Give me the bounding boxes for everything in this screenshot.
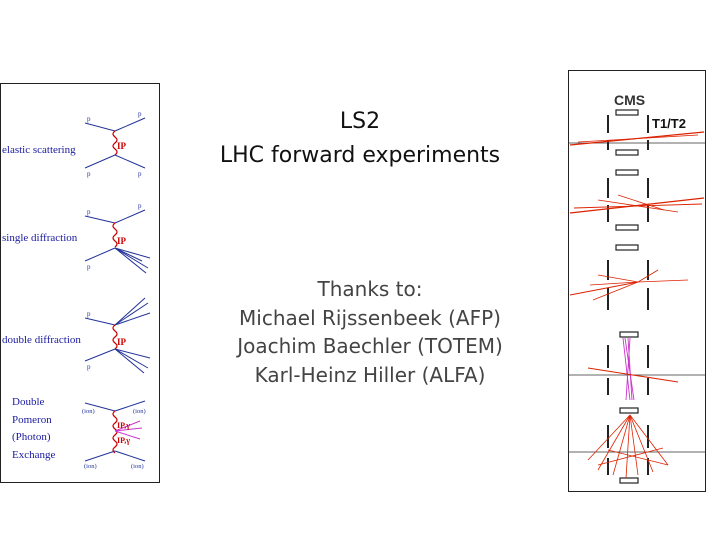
title-line-experiments: LHC forward experiments [219,143,501,168]
double-p-in-bottom: p [87,363,91,371]
thanks-totem: Joachim Baechler (TOTEM) [237,334,503,358]
acknowledgements: Thanks to: Michael Rijssenbeek (AFP) Joa… [195,275,545,389]
double-p-in-top: p [87,310,91,318]
elastic-p-out-bottom: p [138,170,142,178]
slide-title: LS2 LHC forward experiments [200,105,520,173]
thanks-afp: Michael Rijssenbeek (AFP) [239,305,501,330]
t1t2-label: T1/T2 [652,116,686,131]
single-diffraction-diagram: single diffraction IP p p p [2,202,151,274]
single-diffraction-label: single diffraction [2,232,78,244]
dpe-ion-in-top: (ion) [82,408,95,415]
event-display-3 [569,244,689,310]
detector-event-panel: CMS T1/T2 [568,70,706,492]
elastic-p-out-top: p [138,110,142,118]
double-diffraction-label: double diffraction [2,334,81,346]
dpe-pomeron-photon-bottom: IP,γ [117,436,130,445]
dpe-label-line2: Pomeron [12,414,52,426]
thanks-heading: Thanks to: [317,277,423,301]
dpe-pomeron-photon-top: IP,γ [117,421,130,430]
elastic-p-in-bottom: p [87,170,91,178]
double-pomeron-exchange-diagram: Double Pomeron (Photon) Exchange IP,γ IP… [12,396,146,470]
cms-label: CMS [614,92,645,108]
event-display-5 [587,407,669,484]
process-diagrams-figure: elastic scattering IP p p p p single dif… [0,83,160,483]
event-display-4 [587,331,679,401]
elastic-pomeron-symbol: IP [117,141,127,151]
event-display-1 [569,109,705,156]
dpe-ion-out-top: (ion) [133,408,146,415]
process-diagrams-panel: elastic scattering IP p p p p single dif… [0,83,160,483]
dpe-label-line1: Double [12,396,45,408]
double-pomeron-symbol: IP [117,337,127,347]
dpe-label-line4: Exchange [12,449,55,461]
double-diffraction-diagram: double diffraction IP p p [2,297,151,374]
thanks-alfa: Karl-Heinz Hiller (ALFA) [254,362,486,387]
event-display-2 [569,169,705,231]
single-p-in-bottom: p [87,263,91,271]
dpe-ion-out-bottom: (ion) [131,463,144,470]
dpe-ion-in-bottom: (ion) [84,463,97,470]
elastic-diagram: elastic scattering IP p p p p [2,110,146,178]
title-line-ls2: LS2 [339,109,381,134]
single-pomeron-symbol: IP [117,236,127,246]
dpe-label-line3: (Photon) [12,431,51,443]
detector-event-figure: CMS T1/T2 [568,70,706,492]
elastic-p-in-top: p [87,115,91,123]
elastic-label: elastic scattering [2,144,76,156]
single-p-out-top: p [138,202,142,210]
single-p-in-top: p [87,208,91,216]
